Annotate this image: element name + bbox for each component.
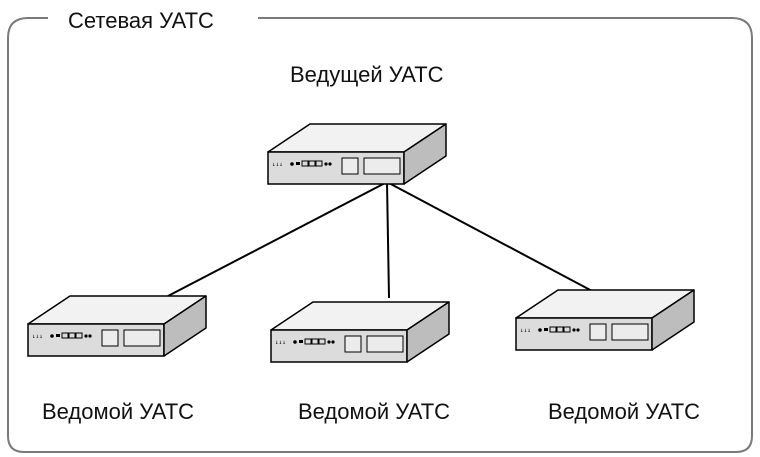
slave-pbx-icon-3	[515, 289, 695, 351]
slave-pbx-label-1: Ведомой УАТС	[42, 399, 195, 425]
connection-line-1	[167, 181, 388, 297]
master-pbx-icon	[267, 123, 447, 185]
slave-pbx-icon-2	[270, 301, 450, 363]
group-title: Сетевая УАТС	[60, 8, 222, 34]
connection-line-2	[386, 181, 390, 299]
master-pbx-label: Ведущей УАТС	[290, 62, 444, 88]
network-group-frame	[7, 17, 753, 453]
slave-pbx-label-2: Ведомой УАТС	[298, 399, 451, 425]
slave-pbx-label-3: Ведомой УАТС	[548, 399, 701, 425]
slave-pbx-icon-1	[27, 295, 207, 357]
connection-line-3	[386, 181, 595, 293]
